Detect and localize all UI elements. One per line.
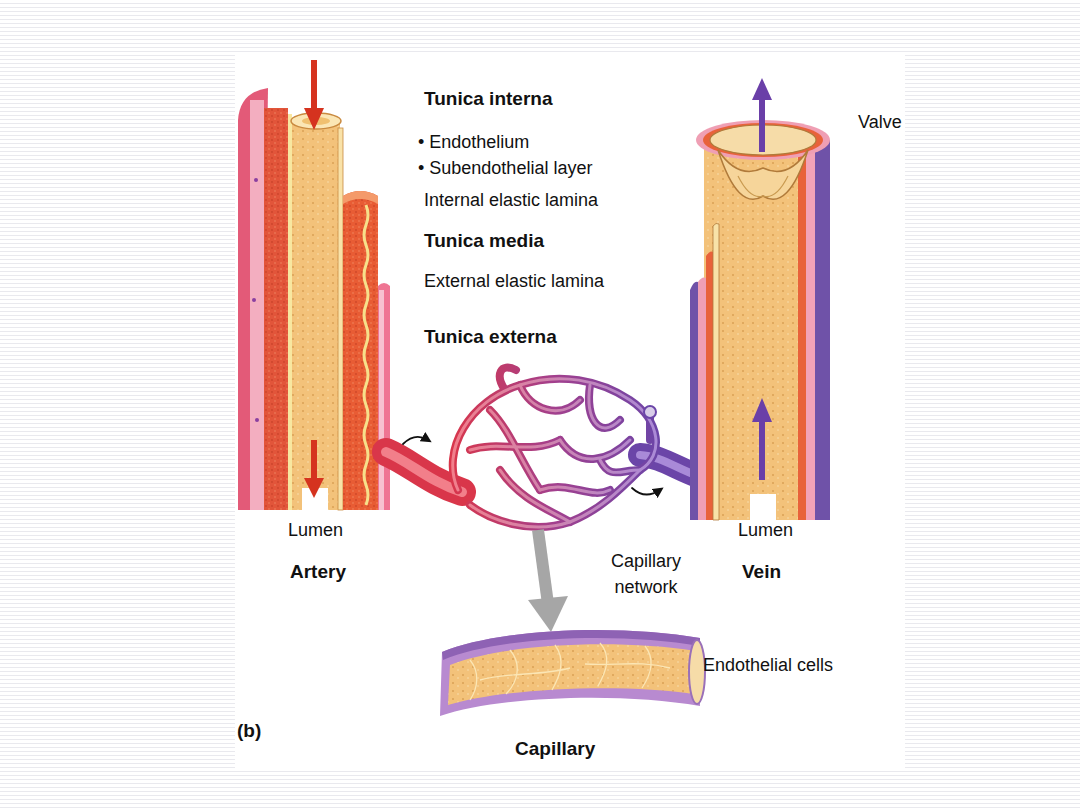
zoom-arrow xyxy=(528,530,568,632)
vein-drawing xyxy=(690,78,830,522)
part-label: Lumen xyxy=(288,519,343,541)
layer-heading: Tunica media xyxy=(424,230,544,252)
layer-label: • Subendothelial layer xyxy=(418,157,592,179)
vessel-name: Artery xyxy=(290,561,346,583)
layer-label: • Endothelium xyxy=(418,131,529,153)
capillary-drawing xyxy=(440,630,705,716)
part-label: Capillary network xyxy=(600,548,692,600)
capillary-network-drawing xyxy=(386,368,698,527)
layer-heading: Tunica externa xyxy=(424,326,557,348)
vessel-name: Capillary xyxy=(515,738,595,760)
layer-label: Internal elastic lamina xyxy=(424,189,598,211)
part-label: Endothelial cells xyxy=(703,654,833,676)
artery-drawing xyxy=(238,60,390,512)
panel-letter: (b) xyxy=(237,720,261,742)
part-label: Lumen xyxy=(738,519,793,541)
part-label: Valve xyxy=(858,111,902,133)
layer-group-heading: Tunica interna xyxy=(424,88,552,110)
vessel-name: Vein xyxy=(742,561,781,583)
layer-label: External elastic lamina xyxy=(424,270,604,292)
